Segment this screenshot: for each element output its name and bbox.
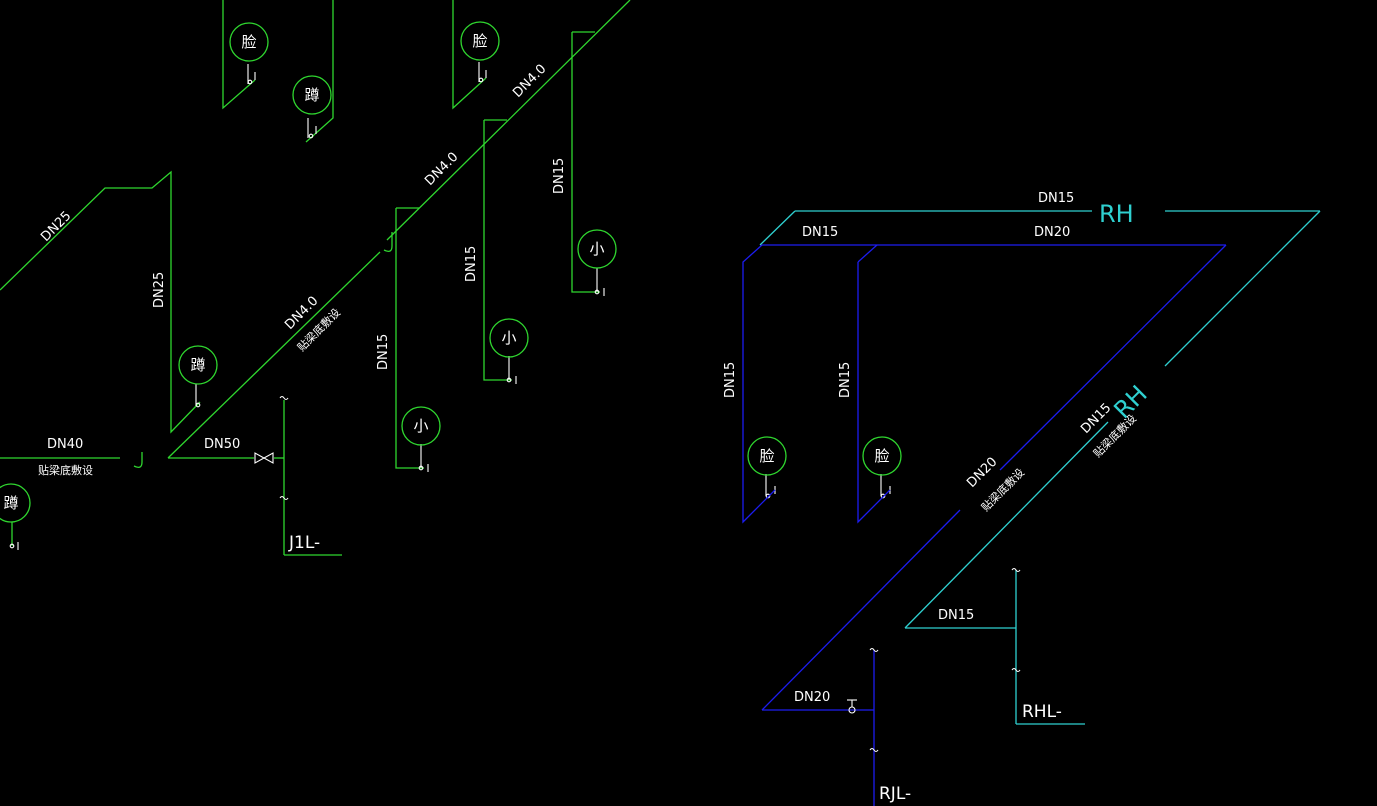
- hot-return-pipes: [759, 210, 1321, 725]
- pipe-size-label: DN15: [723, 362, 738, 398]
- fixture-washbasin[interactable]: 脸: [862, 436, 902, 476]
- pipe-size-label: DN25: [38, 209, 74, 245]
- pipe-size-label: DN15: [838, 362, 853, 398]
- break-mark-icon: [279, 395, 289, 501]
- hot-supply-pipes: [742, 244, 1227, 806]
- pipe-labels-right: DN15 RH DN15 DN20 DN15 DN15 RH DN15 贴梁底敷…: [723, 191, 1153, 804]
- pipe-branch: [857, 244, 878, 263]
- fixture-label: 小: [413, 417, 428, 435]
- fixture-label: 蹲: [304, 86, 319, 104]
- pipe-size-label: DN15: [1038, 191, 1074, 206]
- pipe-branch: [759, 210, 796, 246]
- fixture-label: 蹲: [3, 494, 18, 512]
- pipe-size-label: DN15: [552, 158, 567, 194]
- pipe-size-label: DN4.0: [510, 62, 549, 101]
- valve-icon[interactable]: [847, 699, 857, 714]
- pipe-size-label: DN15: [464, 246, 479, 282]
- pipe-size-label: DN40: [47, 437, 83, 452]
- riser-tag: RHL-: [1022, 702, 1062, 722]
- pipe-branch: [395, 208, 424, 469]
- pipe-size-label: DN25: [152, 272, 167, 308]
- break-mark-icon: [1011, 567, 1021, 673]
- pipe-main: [999, 244, 1227, 471]
- pipe-size-label: DN20: [1034, 225, 1070, 240]
- fixture-label: 小: [589, 240, 604, 258]
- return-tag: RH: [1099, 200, 1134, 228]
- pipe-labels-left: DN25 DN25 DN4.0 贴梁底敷设 DN4.0 DN4.0 DN15 D…: [38, 62, 567, 553]
- fixture-label: 脸: [759, 447, 774, 465]
- pipe-size-label: DN15: [376, 334, 391, 370]
- fixture-washbasin[interactable]: 脸: [229, 22, 269, 62]
- pipe-main: [167, 251, 381, 459]
- fixture-label: 脸: [241, 33, 256, 51]
- riser-tag: RJL-: [879, 784, 911, 804]
- pipe-hook: [133, 452, 143, 468]
- fixture-urinal[interactable]: 小: [577, 229, 617, 269]
- pipe-size-label: DN20: [964, 455, 1000, 491]
- fixture-urinal[interactable]: 小: [401, 406, 441, 446]
- laying-note: 贴梁底敷设: [38, 463, 93, 477]
- fixture-squat-toilet[interactable]: 蹲: [178, 345, 218, 385]
- pipe-branch: [305, 0, 334, 143]
- pipe-branch: [483, 120, 512, 381]
- fixture-label: 小: [501, 329, 516, 347]
- pipe-main: [904, 421, 1109, 629]
- pipe-size-label: DN15: [802, 225, 838, 240]
- fixture-squat-toilet[interactable]: 蹲: [292, 75, 332, 115]
- break-mark-icon: [869, 647, 879, 753]
- pipe-branch: [0, 170, 201, 434]
- pipe-main: [742, 244, 1226, 524]
- pipe-size-label: DN20: [794, 690, 830, 705]
- gate-valve-icon[interactable]: [254, 452, 274, 464]
- pipe-size-label: DN50: [204, 437, 240, 452]
- fixture-label: 脸: [472, 32, 487, 50]
- fixture-washbasin[interactable]: 脸: [747, 436, 787, 476]
- pipe-branch: [571, 32, 600, 293]
- fixture-label: 脸: [874, 447, 889, 465]
- pipe-main: [386, 0, 631, 241]
- cold-water-pipes: [0, 0, 631, 556]
- pipe-main: [761, 509, 961, 711]
- pipe-size-label: DN15: [1078, 401, 1114, 437]
- fixture-squat-toilet[interactable]: 蹲: [0, 483, 31, 523]
- fixture-label: 蹲: [190, 356, 205, 374]
- pipe-hook: [383, 232, 393, 252]
- riser-tag: J1L-: [288, 533, 320, 553]
- pipe-main: [1164, 210, 1321, 367]
- pipe-branch: [452, 0, 487, 110]
- fixture-stub-icons: [9, 62, 891, 550]
- pipe-branch: [857, 262, 891, 524]
- fixture-washbasin[interactable]: 脸: [460, 21, 500, 61]
- fixture-urinal[interactable]: 小: [489, 318, 529, 358]
- pipe-branch: [222, 0, 256, 110]
- pipe-size-label: DN4.0: [422, 150, 461, 189]
- pipe-size-label: DN15: [938, 608, 974, 623]
